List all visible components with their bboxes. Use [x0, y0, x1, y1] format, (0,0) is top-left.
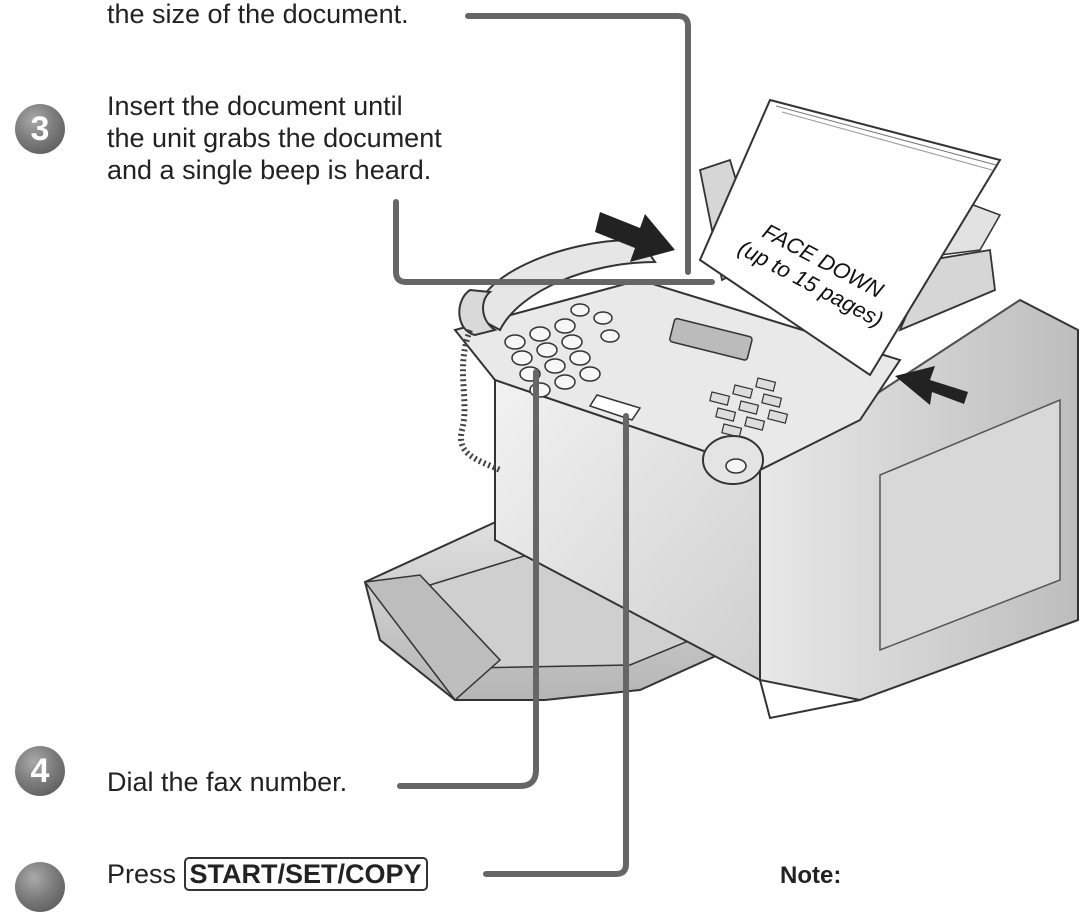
step3-line2: the unit grabs the document [107, 123, 442, 153]
step3-text: Insert the document until the unit grabs… [107, 90, 442, 186]
paper-document [698, 98, 1002, 377]
insert-arrow-left [595, 212, 675, 262]
step4-number-badge: 4 [15, 746, 65, 796]
start-set-copy-key: START/SET/COPY [183, 857, 428, 891]
step3-number-badge: 3 [15, 104, 65, 154]
leader-line-step4 [397, 369, 539, 789]
fax-body [494, 298, 1079, 720]
lcd-display [669, 317, 753, 361]
leader-line-step3 [393, 199, 715, 285]
one-touch-keys [709, 377, 789, 438]
step5-prefix: Press [107, 859, 177, 889]
note-label: Note: [780, 862, 842, 889]
step2-text: the size of the document. [107, 0, 409, 29]
leader-line-step5 [483, 413, 629, 877]
insert-arrow-right [895, 366, 968, 405]
fax-machine-illustration [363, 13, 1079, 877]
step5-text: Press START/SET/COPY [107, 857, 428, 891]
step4-text: Dial the fax number. [107, 767, 348, 797]
coiled-cord [458, 328, 502, 473]
leader-line-step2 [465, 13, 691, 275]
control-panel [453, 278, 902, 485]
step5-number-badge [15, 862, 65, 912]
leader-lines [393, 13, 715, 877]
step3-line1: Insert the document until [107, 91, 403, 121]
step3-line3: and a single beep is heard. [107, 155, 432, 185]
